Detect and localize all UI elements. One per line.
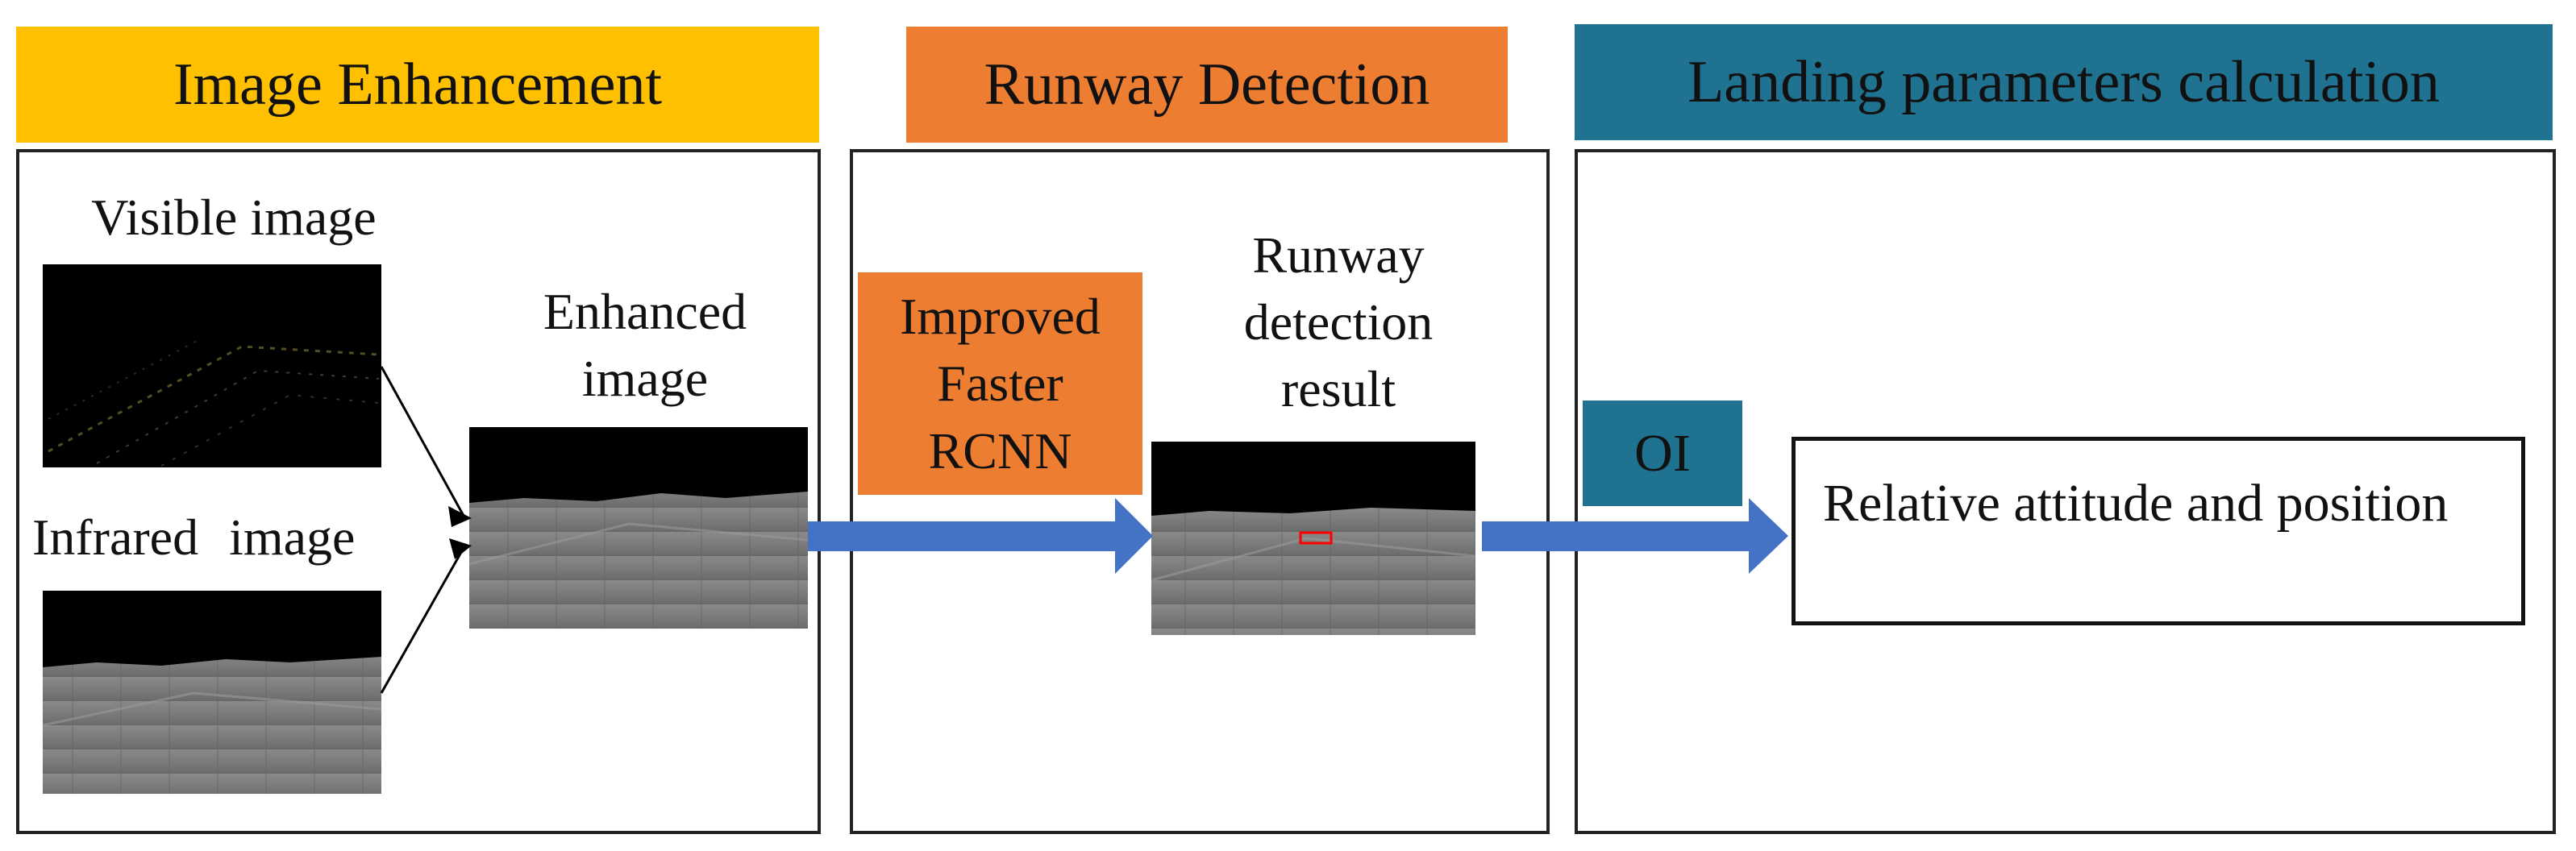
visible-image [43,264,381,467]
header-landing-parameters: Landing parameters calculation [1575,24,2553,140]
fusion-arrowhead-top [448,506,472,527]
header-runway-detection: Runway Detection [906,27,1508,143]
detection-bounding-box [1299,531,1333,545]
improved-faster-rcnn-box: Improved Faster RCNN [858,272,1142,495]
infrared-image [42,591,382,794]
runway-detection-result-image [1151,442,1476,635]
fusion-arrowhead-bottom [449,538,472,559]
visible-image-label: Visible image [91,189,377,246]
infrared-image-label: Infrared image [32,509,356,566]
relative-attitude-position-text: Relative attitude and position [1823,474,2449,533]
oi-box: OI [1583,401,1742,506]
header-image-enhancement: Image Enhancement [16,27,819,143]
enhanced-image-label: Enhanced image [543,283,747,408]
runway-detection-result-label: Runway detection result [1243,226,1434,418]
fusion-connector-lines [380,366,465,694]
enhanced-image [468,427,809,629]
relative-attitude-position-box: Relative attitude and position [1792,437,2525,625]
arrow-detection-to-calculation [1482,498,1788,574]
arrow-enhancement-to-detection [808,498,1153,574]
